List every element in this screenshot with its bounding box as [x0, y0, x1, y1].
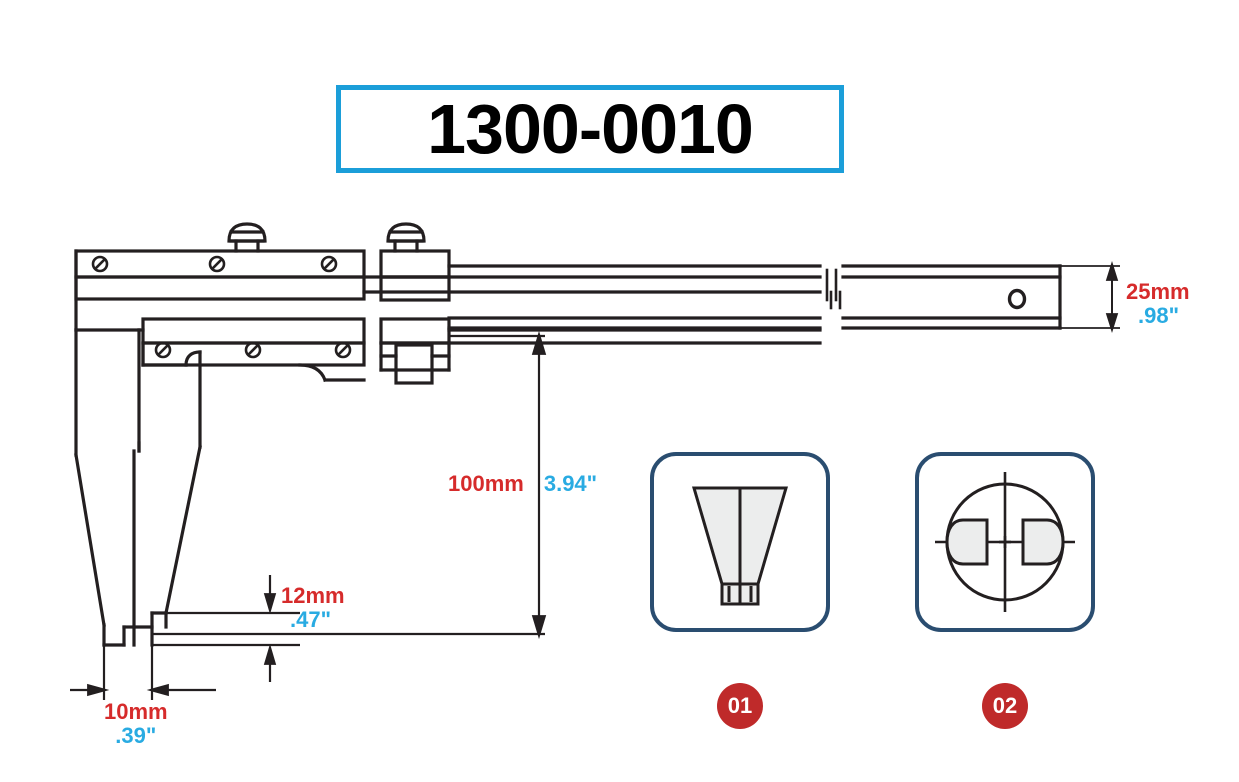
detail-badge-01-label: 01 — [727, 693, 753, 718]
dimension-jaw-tip-width-imperial: .39" — [115, 722, 157, 748]
detail-badge-01: 01 — [717, 683, 763, 729]
dimension-beam-height: 25mm.98" — [1126, 280, 1190, 327]
dimension-jaw-tip-height-metric: 12mm — [281, 583, 345, 608]
dimension-beam-height-metric: 25mm — [1126, 279, 1190, 304]
detail-02-bore-measure-icon — [935, 472, 1075, 612]
dimension-jaw-tip-height: 12mm.47" — [281, 584, 345, 631]
dimension-jaw-depth-metric: 100mm — [448, 471, 524, 496]
dimension-jaw-tip-width-metric: 10mm — [104, 699, 168, 724]
detail-callout-02 — [915, 452, 1095, 632]
dimension-jaw-tip-width: 10mm.39" — [104, 700, 168, 747]
dimension-jaw-depth: 100mm 3.94" — [448, 472, 597, 496]
dimension-beam-height-imperial: .98" — [1138, 302, 1180, 328]
title-plate: 1300-0010 — [336, 85, 844, 173]
dimension-jaw-tip-height-imperial: .47" — [290, 606, 332, 632]
detail-badge-02-label: 02 — [992, 693, 1018, 718]
detail-01-jaw-profile-icon — [692, 486, 788, 606]
dimension-jaw-depth-imperial: 3.94" — [543, 471, 598, 496]
detail-badge-02: 02 — [982, 683, 1028, 729]
model-number: 1300-0010 — [427, 90, 754, 168]
detail-callout-01 — [650, 452, 830, 632]
